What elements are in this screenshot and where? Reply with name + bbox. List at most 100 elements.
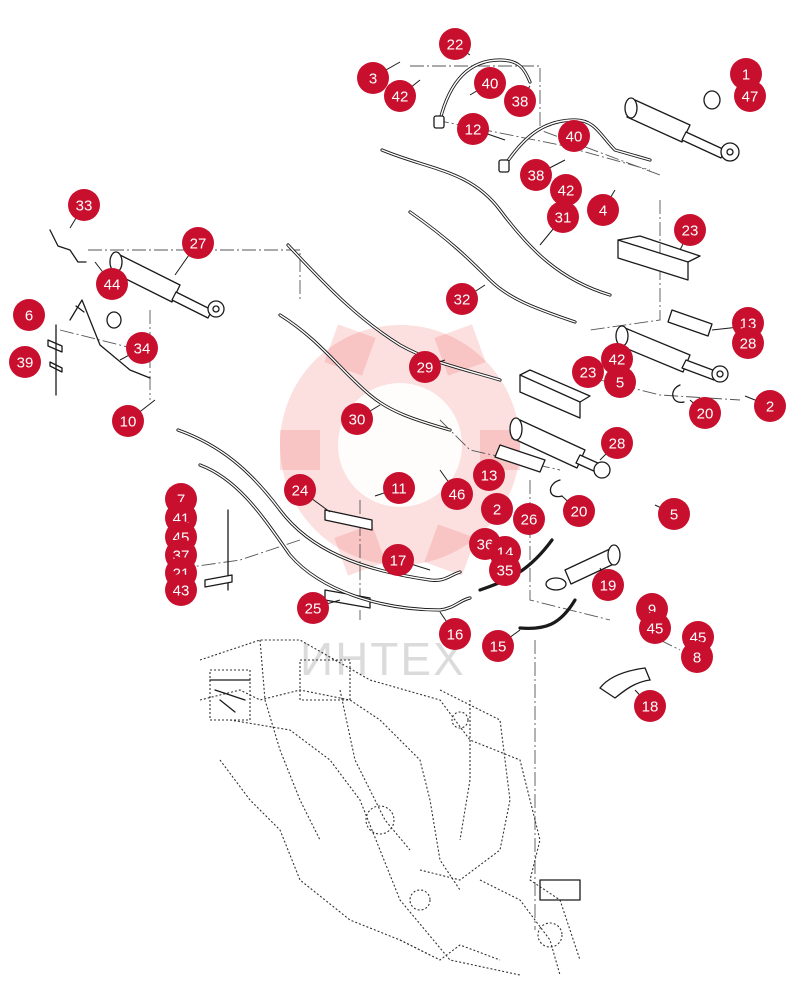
callout-label: 40 [566, 129, 583, 146]
callout-label: 26 [521, 512, 538, 529]
callout-label: 11 [391, 481, 407, 498]
callout-marker [297, 592, 329, 624]
callout-47: 47 [734, 80, 766, 112]
callout-marker [587, 194, 619, 226]
callout-11: 11 [383, 472, 415, 504]
callout-marker [734, 80, 766, 112]
callout-marker [473, 459, 505, 491]
callout-label: 23 [682, 223, 699, 240]
callout-8: 8 [681, 641, 713, 673]
callout-22: 22 [439, 28, 471, 60]
callout-marker [457, 113, 489, 145]
callout-marker [681, 641, 713, 673]
callout-20: 20 [689, 397, 721, 429]
callout-label: 5 [670, 507, 678, 524]
callout-marker [572, 356, 604, 388]
callout-label: 27 [190, 236, 207, 253]
callout-17: 17 [382, 544, 414, 576]
callout-marker [384, 80, 416, 112]
plate-13-upper [667, 309, 713, 337]
callout-label: 38 [528, 168, 545, 185]
callout-label: 42 [609, 352, 626, 369]
callout-marker [604, 366, 636, 398]
hose-22 [433, 58, 532, 129]
callout-label: 22 [447, 37, 464, 54]
callout-label: 24 [292, 483, 309, 500]
callout-marker [441, 478, 473, 510]
callout-marker [382, 544, 414, 576]
callout-20: 20 [563, 495, 595, 527]
callout-19: 19 [592, 569, 624, 601]
callout-label: 1 [742, 67, 750, 84]
callout-12: 12 [457, 113, 489, 145]
callout-marker [558, 120, 590, 152]
callout-32: 32 [446, 283, 478, 315]
callout-label: 31 [555, 210, 572, 227]
callout-label: 29 [417, 360, 434, 377]
callout-38: 38 [504, 85, 536, 117]
callout-label: 7 [177, 492, 185, 509]
callout-27: 27 [182, 227, 214, 259]
hose-12 [498, 118, 652, 173]
plate-13-lower [494, 444, 546, 473]
callout-marker [689, 397, 721, 429]
callouts: 2234240381214740384243133272344326341339… [9, 28, 786, 722]
hose-30 [278, 313, 452, 432]
callout-43: 43 [165, 574, 197, 606]
callout-3: 3 [357, 62, 389, 94]
callout-label: 20 [697, 406, 714, 423]
callout-2: 2 [754, 390, 786, 422]
callout-marker [409, 351, 441, 383]
callout-28: 28 [601, 427, 633, 459]
callout-marker [165, 574, 197, 606]
bracket-39 [47, 324, 63, 396]
callout-label: 19 [600, 578, 617, 595]
callout-marker [13, 299, 45, 331]
callout-label: 40 [482, 76, 499, 93]
callout-16: 16 [439, 618, 471, 650]
callout-marker [550, 174, 582, 206]
callout-marker [96, 268, 128, 300]
callout-18: 18 [634, 690, 666, 722]
callout-10: 10 [112, 405, 144, 437]
hose-17 [176, 428, 462, 582]
callout-26: 26 [513, 503, 545, 535]
callout-label: 23 [580, 365, 597, 382]
callout-42: 42 [550, 174, 582, 206]
callout-30: 30 [341, 403, 373, 435]
callout-25: 25 [297, 592, 329, 624]
callout-marker [639, 612, 671, 644]
callout-5: 5 [658, 498, 690, 530]
callout-4: 4 [587, 194, 619, 226]
callout-44: 44 [96, 268, 128, 300]
callout-label: 6 [25, 308, 33, 325]
callout-label: 2 [766, 399, 774, 416]
hose-32 [408, 210, 577, 324]
callout-label: 47 [742, 89, 759, 106]
callout-label: 34 [134, 341, 151, 358]
guard-23-lower [519, 369, 591, 419]
callout-35: 35 [489, 554, 521, 586]
callout-38: 38 [520, 159, 552, 191]
callout-39: 39 [9, 346, 41, 378]
callout-label: 45 [647, 621, 664, 638]
callout-marker [482, 630, 514, 662]
callout-label: 15 [490, 639, 507, 656]
cylinder-28-lower [509, 417, 611, 479]
guard-23-upper [617, 235, 701, 281]
callout-marker [504, 85, 536, 117]
callout-label: 10 [120, 414, 137, 431]
callout-label: 20 [571, 504, 588, 521]
hose-18 [599, 667, 651, 699]
callout-marker [383, 472, 415, 504]
callout-23: 23 [572, 356, 604, 388]
callout-5: 5 [604, 366, 636, 398]
callout-label: 30 [349, 412, 366, 429]
callout-label: 39 [17, 355, 34, 372]
callout-label: 12 [465, 122, 482, 139]
callout-marker [9, 346, 41, 378]
callout-34: 34 [126, 332, 158, 364]
callout-29: 29 [409, 351, 441, 383]
callout-label: 35 [497, 563, 514, 580]
